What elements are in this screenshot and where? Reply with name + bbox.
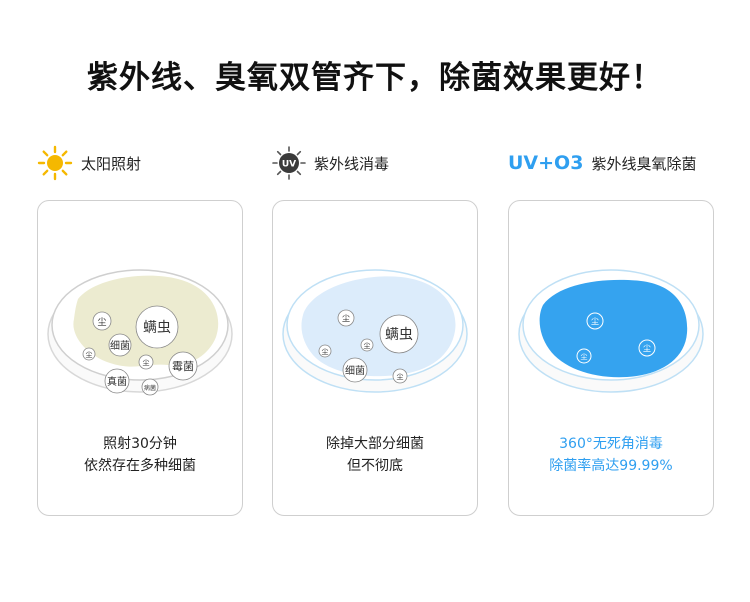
label-mite: 螨虫	[385, 327, 413, 343]
column-title-uv-ozone: UV+O3 紫外线臭氧除菌	[508, 146, 748, 180]
card-caption-sunlight: 照射30分钟 依然存在多种细菌	[38, 433, 242, 477]
card-caption-uv-ozone: 360°无死角消毒 除菌率高达99.99%	[509, 433, 713, 477]
label-mold: 霉菌	[172, 360, 194, 373]
germ-dust-3	[138, 354, 154, 370]
germ-bacteria	[342, 357, 368, 383]
stain-blue	[539, 279, 688, 378]
caption-line-2: 依然存在多种细菌	[84, 458, 196, 474]
label-dust-1: 尘	[97, 317, 106, 328]
label-dust-4: 尘	[397, 372, 404, 381]
page-headline: 紫外线、臭氧双管齐下，除菌效果更好！	[87, 60, 663, 96]
label-dust-2: 尘	[322, 347, 329, 356]
column-title-text: 紫外线臭氧除菌	[591, 154, 697, 173]
germ-dust-4	[392, 368, 408, 384]
germ-fungus	[104, 368, 130, 394]
label-dust-2: 尘	[581, 352, 588, 361]
petri-dish-uv-ozone: 尘 尘 尘	[518, 269, 704, 393]
germ-mold	[168, 351, 198, 381]
uv-badge-icon: UV	[272, 146, 306, 180]
germ-dust-1	[337, 309, 355, 327]
column-title-text: 太阳照射	[81, 154, 142, 173]
germ-virus	[141, 378, 159, 396]
caption-line-1: 除掉大部分细菌	[326, 436, 424, 452]
label-dust-2: 尘	[86, 350, 93, 359]
label-dust-3: 尘	[364, 341, 371, 350]
stain-lightblue	[301, 276, 456, 377]
germ-dust-3	[638, 339, 656, 357]
column-title-sunlight: 太阳照射	[37, 145, 277, 181]
label-dust-1: 尘	[591, 316, 599, 326]
card-uv: 尘 螨虫 尘 尘 细菌 尘 除掉大部分细菌 但不彻底	[272, 200, 478, 516]
card-sunlight: 尘 螨虫 细菌 尘 尘 霉菌 真菌 病菌 照射30分钟 依然存在多种细菌	[37, 200, 243, 516]
germ-mite	[135, 305, 179, 349]
label-fungus: 真菌	[107, 375, 127, 388]
column-title-uv: UV 紫外线消毒	[272, 146, 512, 180]
caption-line-1: 360°无死角消毒	[559, 436, 663, 452]
label-bacteria: 细菌	[110, 339, 130, 352]
germ-dust-1	[92, 311, 112, 331]
card-uv-ozone: 尘 尘 尘 360°无死角消毒 除菌率高达99.99%	[508, 200, 714, 516]
label-virus: 病菌	[144, 384, 156, 392]
card-caption-uv: 除掉大部分细菌 但不彻底	[273, 433, 477, 477]
germ-dust-2	[82, 347, 96, 361]
germ-mite	[379, 314, 419, 354]
germ-dust-3	[360, 338, 374, 352]
germ-bacteria	[108, 333, 132, 357]
label-dust-3: 尘	[143, 358, 150, 367]
petri-dish-sunlight: 尘 螨虫 细菌 尘 尘 霉菌 真菌 病菌	[47, 269, 233, 396]
label-dust-1: 尘	[342, 313, 350, 323]
germ-dust-2	[318, 344, 332, 358]
uv-badge-text: UV	[282, 160, 296, 170]
caption-line-2: 但不彻底	[347, 458, 403, 474]
column-title-text: 紫外线消毒	[314, 154, 390, 173]
sun-icon	[37, 145, 73, 181]
caption-line-1: 照射30分钟	[103, 436, 177, 452]
caption-line-2: 除菌率高达99.99%	[549, 458, 673, 474]
uv-o3-logo: UV+O3	[508, 152, 584, 174]
label-dust-3: 尘	[643, 343, 651, 353]
germ-dust-2	[576, 348, 592, 364]
petri-dish-uv: 尘 螨虫 尘 尘 细菌 尘	[282, 269, 468, 393]
label-bacteria: 细菌	[345, 364, 365, 377]
label-mite: 螨虫	[143, 320, 171, 336]
germ-dust-1	[586, 312, 604, 330]
